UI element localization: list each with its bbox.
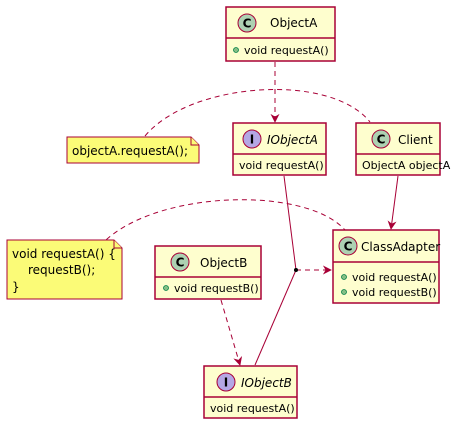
interface-badge-letter: I bbox=[224, 376, 228, 390]
class-badge-letter: C bbox=[377, 133, 386, 147]
note2-link bbox=[99, 199, 346, 247]
note-line: } bbox=[12, 280, 20, 294]
interface-name: IObjectA bbox=[267, 133, 318, 147]
class-client[interactable]: C Client ObjectA objectA bbox=[355, 122, 451, 176]
class-objectb[interactable]: C ObjectB void requestB() bbox=[154, 245, 262, 300]
class-badge-letter: C bbox=[344, 240, 353, 254]
public-marker-icon bbox=[341, 274, 347, 280]
class-name: Client bbox=[398, 133, 433, 147]
interface-iobjecta[interactable]: I IObjectA void requestA() bbox=[232, 122, 327, 176]
note-line: void requestA() { bbox=[12, 247, 116, 261]
class-badge-icon bbox=[237, 13, 257, 33]
interface-badge-icon bbox=[242, 129, 262, 149]
interface-member: void requestA() bbox=[239, 159, 324, 172]
public-marker-icon bbox=[341, 289, 347, 295]
class-name: ClassAdapter bbox=[361, 240, 440, 254]
note-line: requestB(); bbox=[28, 263, 95, 277]
public-marker-icon bbox=[163, 285, 169, 291]
class-name: ObjectB bbox=[200, 256, 247, 270]
class-classadapter[interactable]: C ClassAdapter void requestA() void requ… bbox=[332, 229, 440, 304]
iobjecta-realization-line bbox=[283, 175, 297, 271]
class-badge-icon bbox=[170, 252, 190, 272]
objectb-to-iobjectb-arrow bbox=[220, 299, 243, 366]
iobjectb-realization-line bbox=[254, 269, 297, 366]
class-objecta[interactable]: C ObjectA void requestA() bbox=[225, 6, 336, 62]
note1-link bbox=[144, 89, 371, 137]
interface-name: IObjectB bbox=[241, 376, 292, 390]
class-member: void requestA() bbox=[244, 44, 329, 57]
interface-badge-letter: I bbox=[250, 133, 254, 147]
class-badge-letter: C bbox=[176, 256, 185, 270]
interface-badge-icon bbox=[216, 372, 236, 392]
class-member: void requestB() bbox=[174, 282, 259, 295]
interface-iobjectb[interactable]: I IObjectB void requestA() bbox=[203, 365, 298, 419]
class-member: ObjectA objectA bbox=[362, 159, 451, 172]
note-objecta-call: objectA.requestA(); bbox=[66, 136, 200, 164]
interface-member: void requestA() bbox=[210, 402, 295, 415]
connectors bbox=[99, 62, 399, 366]
junction-dot bbox=[294, 268, 298, 272]
public-marker-icon bbox=[233, 47, 239, 53]
class-badge-icon bbox=[338, 236, 358, 256]
client-to-classadapter-arrow bbox=[387, 175, 399, 230]
class-member: void requestB() bbox=[352, 286, 437, 299]
class-name: ObjectA bbox=[270, 16, 318, 30]
note-line: objectA.requestA(); bbox=[72, 144, 188, 158]
class-badge-letter: C bbox=[243, 17, 252, 31]
note-requesta-impl: void requestA() { requestB(); } bbox=[6, 239, 123, 300]
class-badge-icon bbox=[371, 129, 391, 149]
class-member: void requestA() bbox=[352, 271, 437, 284]
